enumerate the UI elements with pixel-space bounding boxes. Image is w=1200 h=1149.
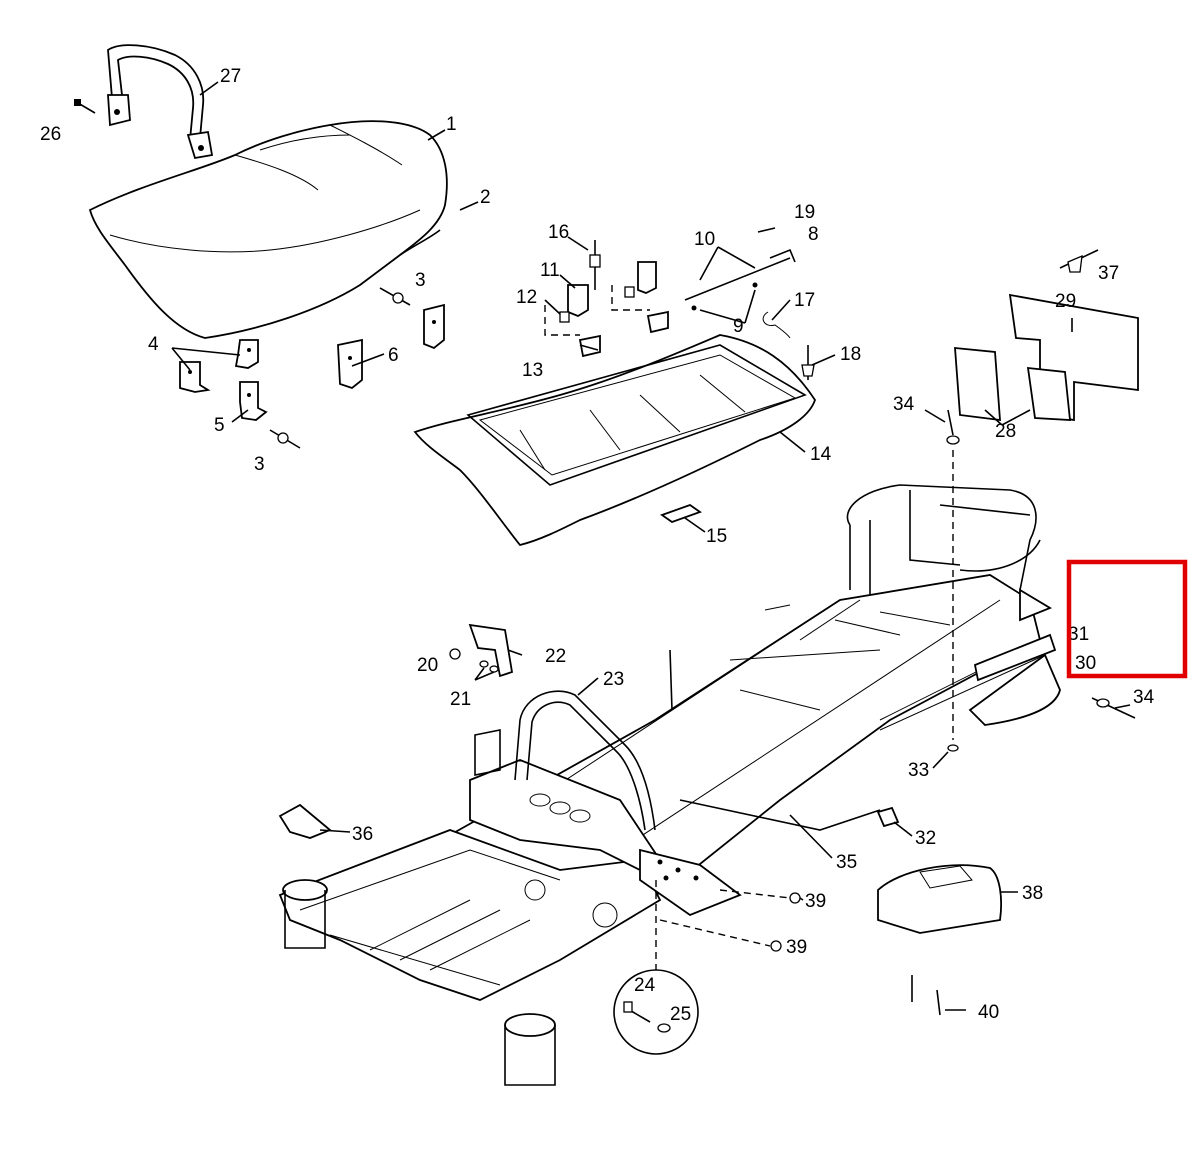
callout-20: 20 [417,655,438,676]
callout-10: 10 [694,229,715,250]
callout-32: 32 [915,828,936,849]
callout-2: 2 [480,187,491,208]
callout-21: 21 [450,689,471,710]
callout-8: 8 [808,224,819,245]
front-frame-part [278,729,662,1086]
leader-lines [171,81,1131,1011]
snow-flap-parts [954,249,1139,422]
callout-30: 30 [1075,653,1096,674]
highlight-box [1066,559,1188,679]
callout-6: 6 [388,345,399,366]
callout-16: 16 [548,222,569,243]
callout-39-lower: 39 [786,937,807,958]
callout-23: 23 [603,669,624,690]
callout-9: 9 [733,316,744,337]
callout-18: 18 [840,344,861,365]
callout-38: 38 [1022,883,1043,904]
callout-27: 27 [220,66,241,87]
screw-part [74,99,96,114]
mount-bracket-parts [278,623,1003,934]
seat-part [88,120,448,339]
callout-26: 26 [40,124,61,145]
fastener-parts [770,409,1136,1016]
callout-25: 25 [670,1004,691,1025]
callout-11: 11 [540,260,560,281]
callout-14: 14 [810,444,832,465]
grab-strap-part [107,44,214,160]
callout-4: 4 [148,334,159,355]
rivet-parts [269,287,411,449]
callout-1: 1 [446,114,457,135]
callout-31: 31 [1068,624,1089,645]
callout-34-upper: 34 [893,394,915,415]
callout-19: 19 [794,202,815,223]
callout-15: 15 [706,526,727,547]
footrest-plate-part [639,848,742,917]
callout-13: 13 [522,360,543,381]
callout-3-upper: 3 [415,270,426,291]
callout-29: 29 [1055,291,1076,312]
callout-3-lower: 3 [254,454,265,475]
callout-5: 5 [214,415,225,436]
steering-hoop-part [514,690,656,831]
latch-hardware [544,227,815,380]
callout-24: 24 [634,975,656,996]
callout-37: 37 [1098,263,1119,284]
alignment-lines [655,450,954,970]
callout-labels: 27 26 1 2 3 3 4 5 6 16 11 12 13 10 19 8 … [40,66,1155,1025]
callout-33: 33 [908,760,929,781]
callout-39-upper: 39 [805,891,826,912]
callout-34-lower: 34 [1133,687,1155,708]
callout-40: 40 [978,1002,999,1023]
rear-side-panel-part [968,588,1061,726]
storage-tray-part [413,334,816,547]
callout-36: 36 [352,824,373,845]
callout-17: 17 [794,290,815,311]
callout-22: 22 [545,646,566,667]
callout-12: 12 [516,287,537,308]
callout-35: 35 [836,852,857,873]
callout-28: 28 [995,421,1016,442]
tray-pad-part [660,503,702,524]
